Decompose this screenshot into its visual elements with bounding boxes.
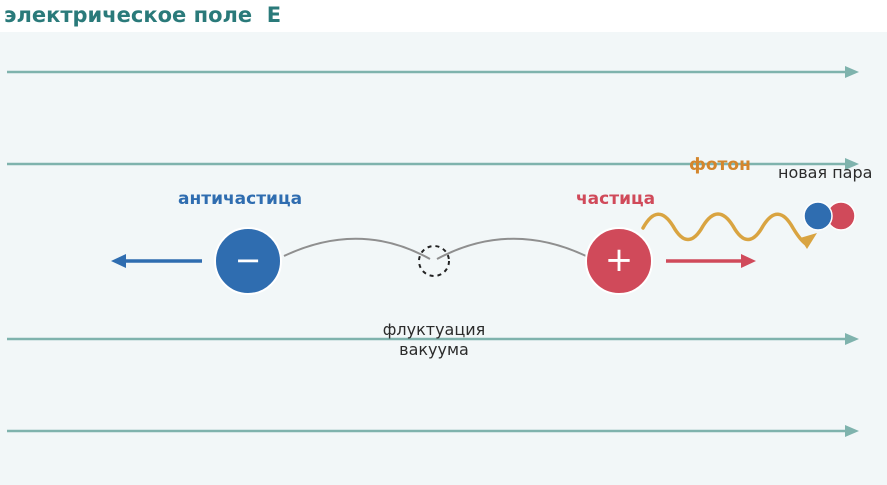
diagram-stage [0, 32, 887, 485]
photon-arrowhead [800, 233, 817, 249]
antiparticle-circle [214, 227, 282, 295]
photon-label: фотон [689, 155, 751, 175]
new-pair-label: новая пара [778, 163, 873, 182]
new-pair-antiparticle-circle [803, 201, 833, 231]
particle-label: частица [576, 189, 656, 209]
field-arrowhead-2 [845, 158, 859, 170]
plus-sign: + [604, 240, 634, 280]
field-arrowhead-3 [845, 333, 859, 345]
antiparticle-arrowhead [111, 254, 126, 268]
diagram-title: электрическое поле E [4, 3, 282, 27]
field-arrowhead-1 [845, 66, 859, 78]
separation-arc-left [283, 237, 431, 260]
particle-circle [585, 227, 653, 295]
vacuum-fluctuation-circle [418, 245, 450, 277]
photon-wave [641, 212, 808, 246]
field-lines [7, 66, 859, 437]
field-arrowhead-4 [845, 425, 859, 437]
separation-arc-right [436, 237, 587, 260]
vacuum-fluctuation-label: флуктуация вакуума [382, 320, 486, 359]
particle-arrowhead [741, 254, 756, 268]
antiparticle-label: античастица [178, 189, 303, 209]
minus-sign: − [234, 241, 262, 279]
